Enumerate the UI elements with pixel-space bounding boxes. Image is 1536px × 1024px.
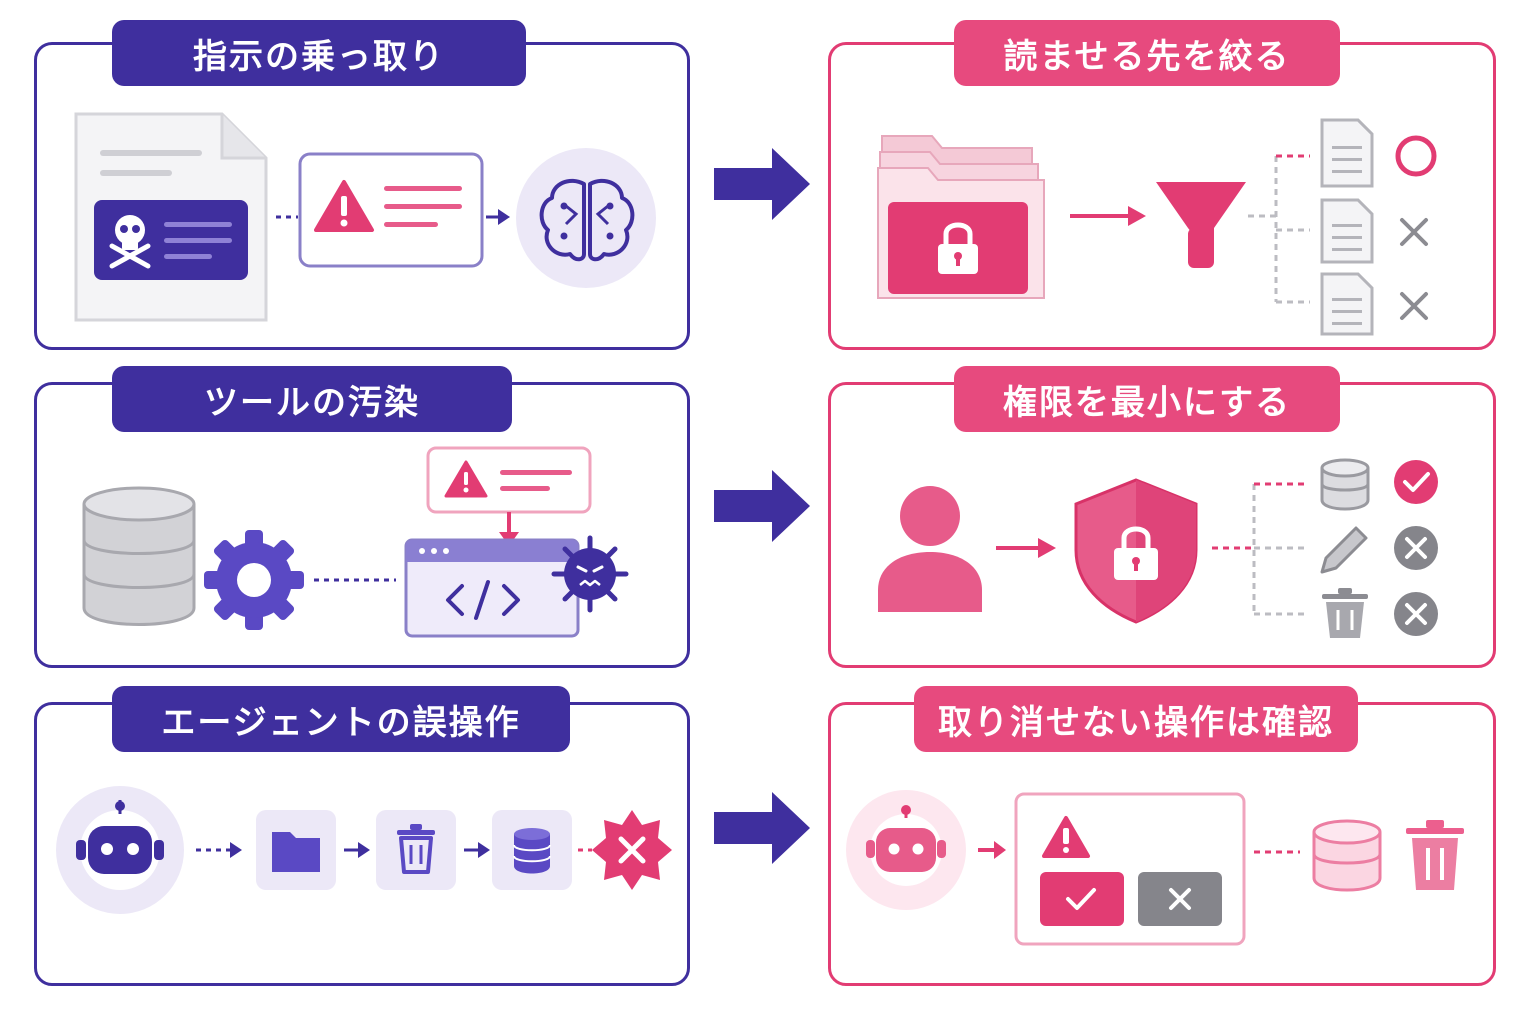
arrow-right-icon [714, 470, 810, 542]
database-icon [492, 810, 572, 890]
threat-title-3: エージェントの誤操作 [112, 686, 570, 752]
database-icon [1320, 458, 1370, 511]
robot-icon [56, 786, 184, 914]
trash-icon [1322, 588, 1368, 638]
shield-lock-icon [1074, 478, 1198, 624]
cross-icon [1400, 292, 1428, 320]
threat-title-2: ツールの汚染 [112, 366, 512, 432]
branch-lines [1212, 482, 1304, 616]
confirm-dialog [1014, 792, 1246, 946]
warning-icon [426, 446, 592, 514]
arrow-right-icon [714, 148, 810, 220]
document-icon [1320, 272, 1374, 336]
document-icon [1320, 118, 1374, 188]
cancel-button[interactable] [1138, 872, 1222, 926]
robot-icon [846, 790, 966, 910]
trash-icon [1406, 820, 1464, 890]
user-icon [878, 486, 982, 612]
warning-icon [298, 152, 484, 268]
mitigation-title-2: 権限を最小にする [954, 366, 1340, 432]
virus-icon [551, 535, 629, 613]
confirm-button[interactable] [1040, 872, 1124, 926]
arrow-right-icon [714, 792, 810, 864]
gear-icon [204, 530, 304, 630]
filter-icon [1156, 182, 1246, 268]
database-icon [1312, 819, 1382, 892]
warning-icon [1042, 816, 1090, 858]
cross-icon [1394, 526, 1438, 570]
circle-ok-icon [1395, 135, 1437, 177]
brain-icon [516, 148, 656, 288]
mitigation-title-3: 取り消せない操作は確認 [914, 686, 1358, 752]
check-icon [1394, 460, 1438, 504]
code-window-icon [404, 538, 580, 638]
pencil-icon [1320, 526, 1368, 574]
database-icon [82, 486, 196, 626]
trash-icon [376, 810, 456, 890]
branch-lines [1248, 154, 1310, 304]
locked-folder-icon [877, 135, 1045, 299]
error-burst-icon [592, 810, 672, 890]
folder-icon [256, 810, 336, 890]
cross-icon [1394, 592, 1438, 636]
mitigation-title-1: 読ませる先を絞る [954, 20, 1340, 86]
document-icon [1320, 198, 1374, 264]
threat-title-1: 指示の乗っ取り [112, 20, 526, 86]
cross-icon [1400, 218, 1428, 246]
skull-icon [94, 200, 248, 280]
